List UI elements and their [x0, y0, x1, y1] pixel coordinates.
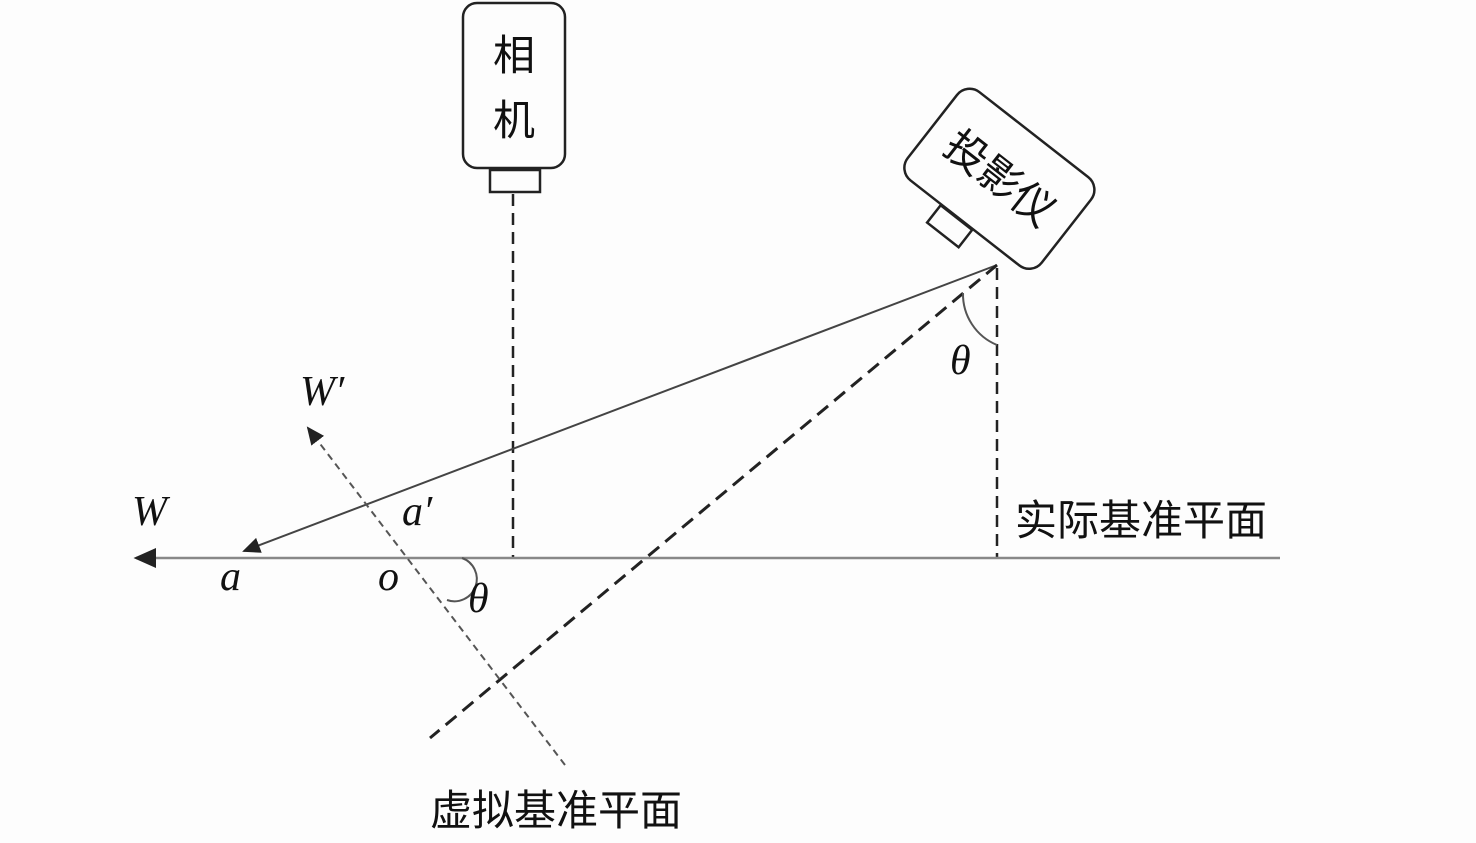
label-theta-bottom: θ	[468, 576, 489, 622]
label-o: o	[378, 554, 399, 600]
camera: 相 机	[461, 1, 567, 194]
projection-ray	[242, 264, 998, 553]
angle-arc-bottom	[446, 557, 478, 603]
virtual-reference-plane-line	[306, 426, 566, 766]
label-W: W	[132, 489, 171, 535]
angle-arc-top	[961, 292, 998, 346]
projector-label: 投影仪	[935, 120, 1064, 236]
label-real-plane: 实际基准平面	[1015, 496, 1267, 545]
label-W-prime: W′	[300, 369, 345, 415]
label-virtual-plane: 虚拟基准平面	[430, 786, 682, 835]
camera-label-2: 机	[493, 96, 535, 145]
projector-lens	[925, 203, 974, 249]
label-a-prime: a′	[402, 489, 433, 535]
projector-axis-ray	[429, 263, 998, 740]
label-theta-top: θ	[950, 338, 971, 384]
projector: 投影仪	[903, 87, 1096, 271]
camera-lens	[488, 168, 542, 194]
camera-body	[461, 1, 567, 170]
label-a: a	[220, 554, 241, 600]
camera-label-1: 相	[493, 31, 535, 80]
